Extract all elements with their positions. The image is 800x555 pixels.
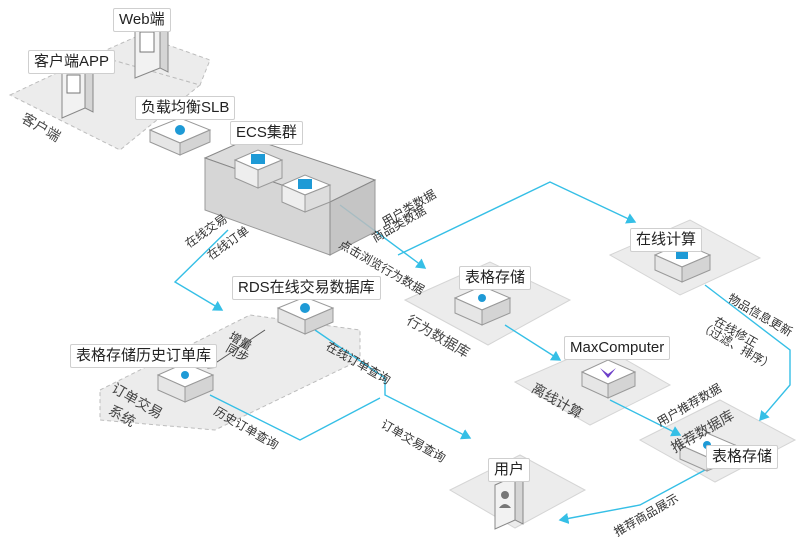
line-online-to-recommend: [704, 284, 791, 422]
behavior-store-box: [453, 285, 512, 326]
ecs-label: ECS集群: [230, 121, 303, 145]
server-icon: [251, 154, 265, 164]
client-app-label: 客户端APP: [28, 50, 116, 74]
user-device: [494, 475, 524, 530]
online-compute-label: 在线计算: [630, 228, 703, 252]
web-label: Web端: [113, 8, 171, 32]
line-rds-sync-history: [207, 329, 266, 369]
table-store-icon: [181, 371, 189, 379]
rds-label: RDS在线交易数据库: [232, 276, 381, 300]
behavior-store-label: 表格存储: [459, 266, 532, 290]
maxcompute-label: MaxComputer: [564, 336, 671, 360]
database-icon: [300, 303, 310, 313]
compute-icon: [676, 250, 688, 259]
server-icon: [298, 179, 312, 189]
recommend-store-label: 表格存储: [706, 445, 779, 469]
order-system-zone: [99, 314, 361, 431]
ecs-cluster-box: [203, 137, 377, 256]
line-behavior-to-maxcompute: [504, 324, 562, 361]
app-device: [61, 59, 94, 119]
line-history-to-user: [209, 394, 381, 441]
history-store-box: [156, 362, 215, 403]
history-store-label: 表格存储历史订单库: [70, 344, 218, 368]
line-rds-to-user: [314, 329, 472, 440]
table-store-icon: [478, 294, 486, 302]
maxcompute-box: [580, 359, 637, 399]
line-recommend-to-user: [558, 469, 706, 524]
rds-box: [276, 296, 335, 335]
user-label: 用户: [488, 458, 531, 482]
line-ecs-to-rds: [173, 229, 229, 311]
web-device: [134, 17, 169, 79]
slb-box: [148, 117, 212, 156]
user-icon: [501, 491, 509, 499]
line-ecs-to-online: [397, 181, 637, 256]
slb-icon: [175, 125, 185, 135]
line-maxcompute-to-recommend: [609, 399, 682, 437]
maxcompute-icon: [600, 368, 616, 378]
slb-label: 负载均衡SLB: [135, 96, 236, 120]
